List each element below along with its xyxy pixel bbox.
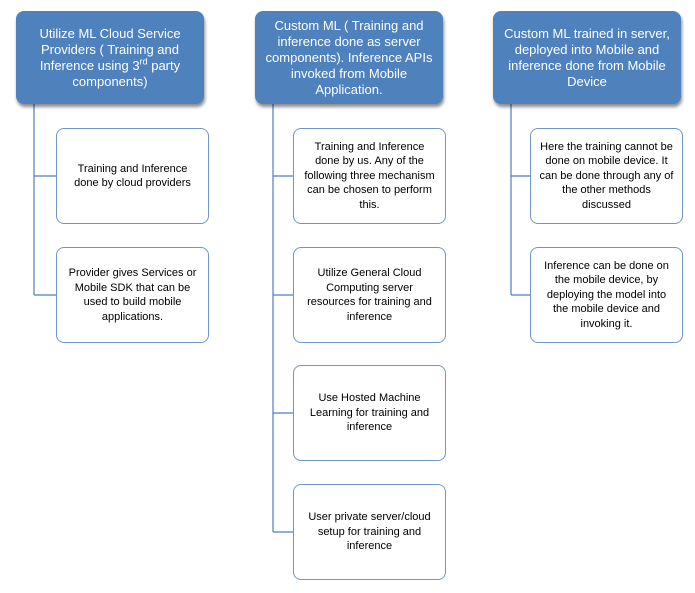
header-cloud-service-providers: Utilize ML Cloud Service Providers ( Tra… <box>16 11 204 104</box>
card-cloud-training-inference: Training and Inference done by cloud pro… <box>56 128 209 224</box>
card-training-by-us: Training and Inference done by us. Any o… <box>293 128 446 224</box>
card-hosted-machine-learning: Use Hosted Machine Learning for training… <box>293 365 446 461</box>
card-text: Training and Inference done by cloud pro… <box>74 162 191 190</box>
header-custom-ml-server-text: Custom ML ( Training and inference done … <box>265 17 433 97</box>
card-text: Utilize General Cloud Computing server r… <box>307 267 432 323</box>
card-general-cloud-computing: Utilize General Cloud Computing server r… <box>293 247 446 343</box>
card-text: User private server/cloud setup for trai… <box>308 511 431 553</box>
card-text: Provider gives Services or Mobile SDK th… <box>68 267 197 323</box>
card-text: Training and Inference done by us. Any o… <box>304 140 435 211</box>
card-private-server-cloud: User private server/cloud setup for trai… <box>293 484 446 580</box>
card-training-not-on-device: Here the training cannot be done on mobi… <box>530 128 683 224</box>
header-custom-ml-mobile-text: Custom ML trained in server, deployed in… <box>504 25 670 89</box>
card-cloud-mobile-sdk: Provider gives Services or Mobile SDK th… <box>56 247 209 343</box>
card-text: Inference can be done on the mobile devi… <box>544 259 669 330</box>
header-custom-ml-mobile: Custom ML trained in server, deployed in… <box>493 11 681 104</box>
card-text: Use Hosted Machine Learning for training… <box>309 392 430 434</box>
header-custom-ml-server: Custom ML ( Training and inference done … <box>255 11 443 104</box>
header-cloud-service-providers-text: Utilize ML Cloud Service Providers ( Tra… <box>39 25 181 89</box>
card-text: Here the training cannot be done on mobi… <box>539 140 674 211</box>
card-inference-on-device: Inference can be done on the mobile devi… <box>530 247 683 343</box>
